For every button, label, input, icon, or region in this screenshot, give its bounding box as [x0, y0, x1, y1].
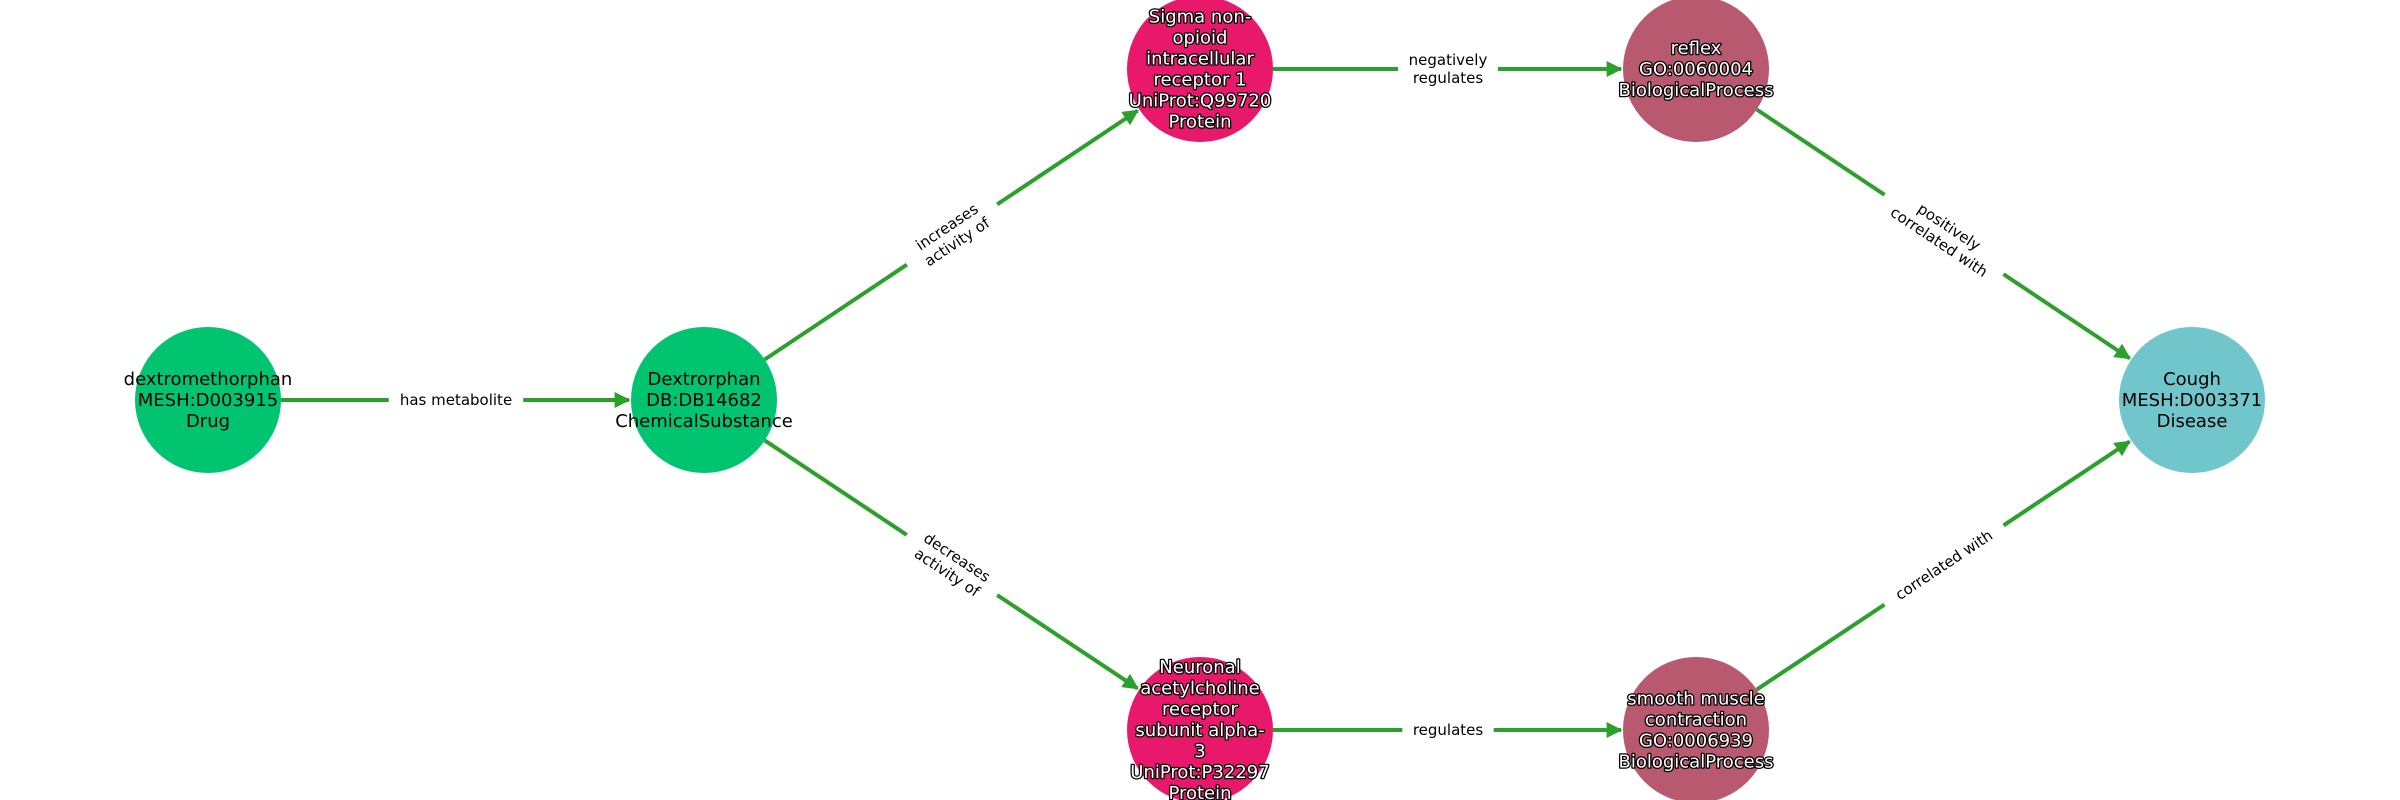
node-label: receptor — [1162, 699, 1239, 720]
node-label: receptor 1 — [1153, 70, 1246, 91]
node-label: Protein — [1168, 112, 1231, 133]
node-label: 3 — [1194, 741, 1205, 762]
edge-smc-cou: correlated with — [1755, 439, 2131, 692]
node-label: Cough — [2163, 369, 2221, 390]
node-label: MESH:D003915 — [138, 390, 279, 411]
node-circle[interactable] — [135, 327, 281, 473]
node-circle[interactable] — [1127, 657, 1273, 800]
node-label: ChemicalSubstance — [615, 411, 793, 432]
node-label: reflex — [1671, 38, 1722, 59]
node-label: Dextrorphan — [647, 369, 760, 390]
node-label: subunit alpha- — [1135, 720, 1264, 741]
edge-label-background — [895, 187, 1009, 282]
node-label: BiologicalProcess — [1618, 80, 1773, 101]
edge-label-text: correlated with — [1892, 526, 1996, 604]
edge-label-background — [1402, 719, 1494, 741]
node-circle[interactable] — [1127, 0, 1273, 142]
node-circle[interactable] — [2119, 327, 2265, 473]
edge-label-background — [1873, 178, 2015, 291]
edge-label-text: has metabolite — [400, 391, 512, 409]
node-circle[interactable] — [1623, 0, 1769, 142]
edge-label-background — [1878, 516, 2010, 614]
edge-dxm-dxo: has metabolite — [281, 389, 631, 411]
node-label: dextromethorphan — [124, 369, 293, 390]
node-label: MESH:D003371 — [2122, 390, 2263, 411]
edge-label-text: regulates — [1413, 69, 1484, 87]
edge-label: regulates — [1402, 719, 1494, 741]
node-label: Disease — [2157, 411, 2228, 432]
edge-label: correlated with — [1878, 516, 2010, 614]
node-circle[interactable] — [1623, 657, 1769, 800]
node-label: Neuronal — [1159, 657, 1240, 678]
node-label: Drug — [186, 411, 230, 432]
node-label: DB:DB14682 — [646, 390, 762, 411]
edge-label-text: negatively — [1409, 51, 1488, 69]
edge-label-background — [895, 518, 1009, 612]
edge-nac-smc: regulates — [1273, 719, 1623, 741]
node-label: opioid — [1173, 28, 1228, 49]
node-smc[interactable]: smooth musclecontractionGO:0006939Biolog… — [1617, 657, 1775, 800]
edge-label-text: regulates — [1413, 721, 1484, 739]
node-label: acetylcholine — [1140, 678, 1260, 699]
node-label: intracellular — [1146, 49, 1254, 70]
node-label: contraction — [1645, 710, 1747, 731]
edge-label-background — [1398, 49, 1498, 89]
edge-label: has metabolite — [388, 389, 524, 411]
node-label: UniProt:P32297 — [1130, 762, 1269, 783]
node-circle[interactable] — [631, 327, 777, 473]
node-label: UniProt:Q99720 — [1129, 91, 1272, 112]
node-label: Sigma non- — [1149, 7, 1251, 28]
node-label: BiologicalProcess — [1618, 752, 1773, 773]
node-label: GO:0060004 — [1639, 59, 1753, 80]
node-label: GO:0006939 — [1639, 731, 1753, 752]
node-label: smooth muscle — [1627, 689, 1764, 710]
node-label: Protein — [1168, 783, 1231, 800]
edge-label-background — [388, 389, 524, 411]
